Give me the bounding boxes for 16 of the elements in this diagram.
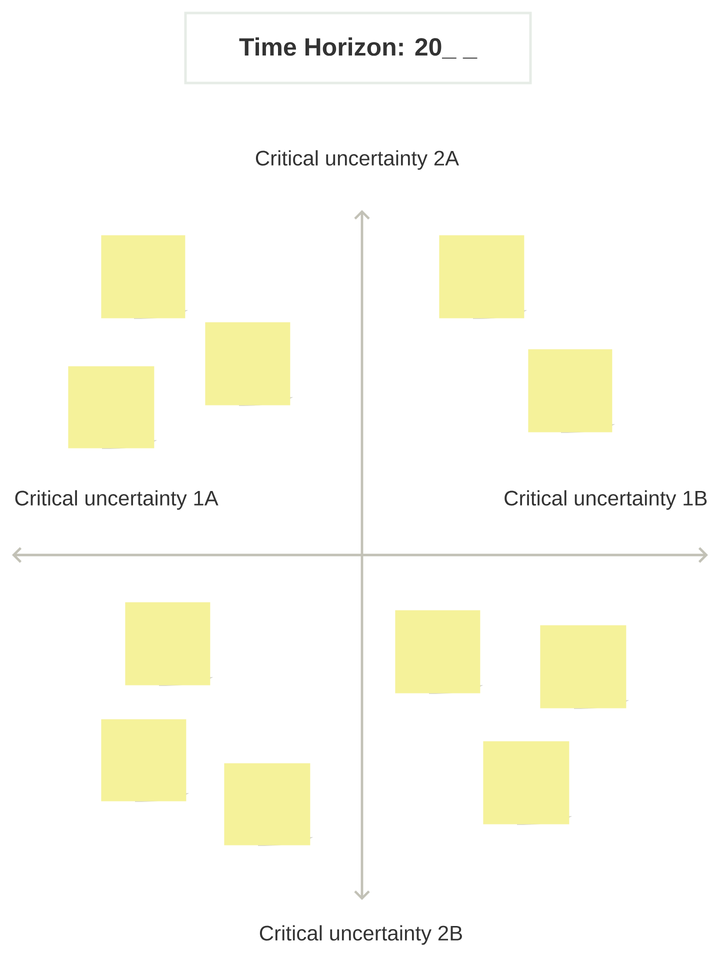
sticky-note <box>528 349 615 433</box>
axis-label: Critical uncertainty 1A <box>15 490 218 510</box>
axis-label: Critical uncertainty 2A <box>256 150 460 170</box>
sticky-note <box>224 763 313 846</box>
sticky-note <box>101 235 188 319</box>
sticky-note <box>540 625 629 709</box>
sticky-note <box>125 602 213 686</box>
sticky-note <box>68 366 157 449</box>
sticky-note <box>205 322 293 406</box>
sticky-note <box>101 719 189 802</box>
sticky-note <box>395 610 483 694</box>
axis-label: Critical uncertainty 2B <box>260 925 462 945</box>
sticky-note <box>439 235 527 319</box>
title-box: Time Horizon: 20_ _ <box>184 12 532 84</box>
sticky-note <box>483 741 572 825</box>
axis-label: Critical uncertainty 1B <box>504 490 707 510</box>
